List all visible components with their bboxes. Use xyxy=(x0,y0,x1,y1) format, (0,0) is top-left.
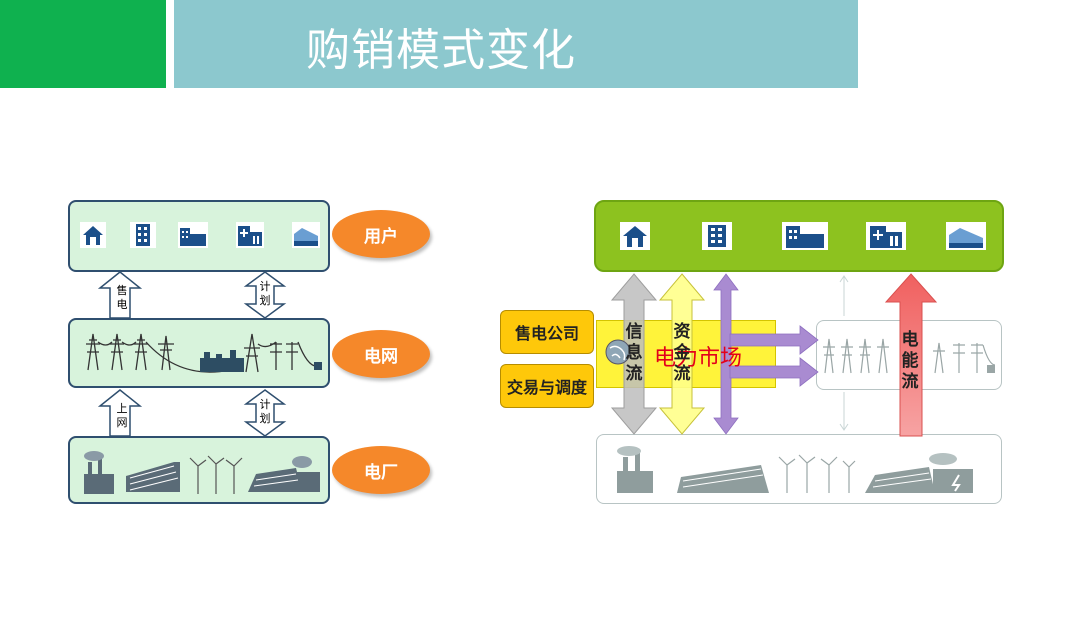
hospital-icon xyxy=(866,222,906,250)
transmission-towers-icon xyxy=(86,333,322,373)
plan-top-arrow-icon xyxy=(243,271,287,319)
house-icon xyxy=(620,222,650,250)
plant-layer-label: 电厂 xyxy=(332,446,430,494)
faded-power-plants-icon xyxy=(617,446,973,493)
retail-company-box: 售电公司 xyxy=(500,310,594,354)
power-market-label: 电力市场 xyxy=(654,346,743,371)
sell-label: 售电 xyxy=(116,284,128,311)
grid-layer-label: 电网 xyxy=(332,330,430,378)
energy-flow-label: 电能流 xyxy=(901,330,919,392)
info-flow-arrow xyxy=(610,273,658,435)
plan-top-label: 计划 xyxy=(259,280,271,307)
globe-icon xyxy=(605,339,631,365)
title-bar xyxy=(174,0,858,88)
office-building-icon xyxy=(130,222,156,248)
money-flow-arrow xyxy=(658,273,706,435)
power-plants-icon xyxy=(84,451,320,494)
purple-vertical-arrow xyxy=(713,273,739,435)
sell-arrow-icon xyxy=(97,271,143,319)
hospital-icon xyxy=(236,222,264,248)
page-title: 购销模式变化 xyxy=(306,25,576,76)
flow-arrows xyxy=(610,273,819,435)
left-grid-layer xyxy=(68,318,330,388)
energy-flow-arrow xyxy=(884,273,938,437)
upload-label: 上网 xyxy=(116,402,128,429)
right-user-layer xyxy=(594,200,1004,272)
title-accent-block xyxy=(0,0,166,88)
house-icon xyxy=(80,222,106,248)
trading-dispatch-box: 交易与调度 xyxy=(500,364,594,408)
office-building-icon xyxy=(702,222,732,250)
faint-vertical-arrows-icon xyxy=(839,275,849,431)
plan-bottom-arrow-icon xyxy=(243,389,287,437)
right-user-icons xyxy=(620,222,986,250)
info-flow-label: 信息流 xyxy=(625,322,643,384)
left-plant-layer xyxy=(68,436,330,504)
purple-arrow-lower xyxy=(729,357,819,387)
upload-arrow-icon xyxy=(97,389,143,437)
industrial-plant-icon xyxy=(292,222,320,248)
industrial-plant-icon xyxy=(946,222,986,250)
left-user-layer xyxy=(68,200,330,272)
faded-transmission-towers-icon xyxy=(823,338,996,374)
right-plant-layer xyxy=(596,434,1002,504)
left-user-icons xyxy=(80,222,320,248)
plan-bottom-label: 计划 xyxy=(259,398,271,425)
user-layer-label: 用户 xyxy=(332,210,430,258)
purple-arrow-upper xyxy=(729,325,819,355)
factory-icon xyxy=(782,222,828,250)
factory-icon xyxy=(178,222,208,248)
money-flow-label: 资金流 xyxy=(673,322,691,384)
